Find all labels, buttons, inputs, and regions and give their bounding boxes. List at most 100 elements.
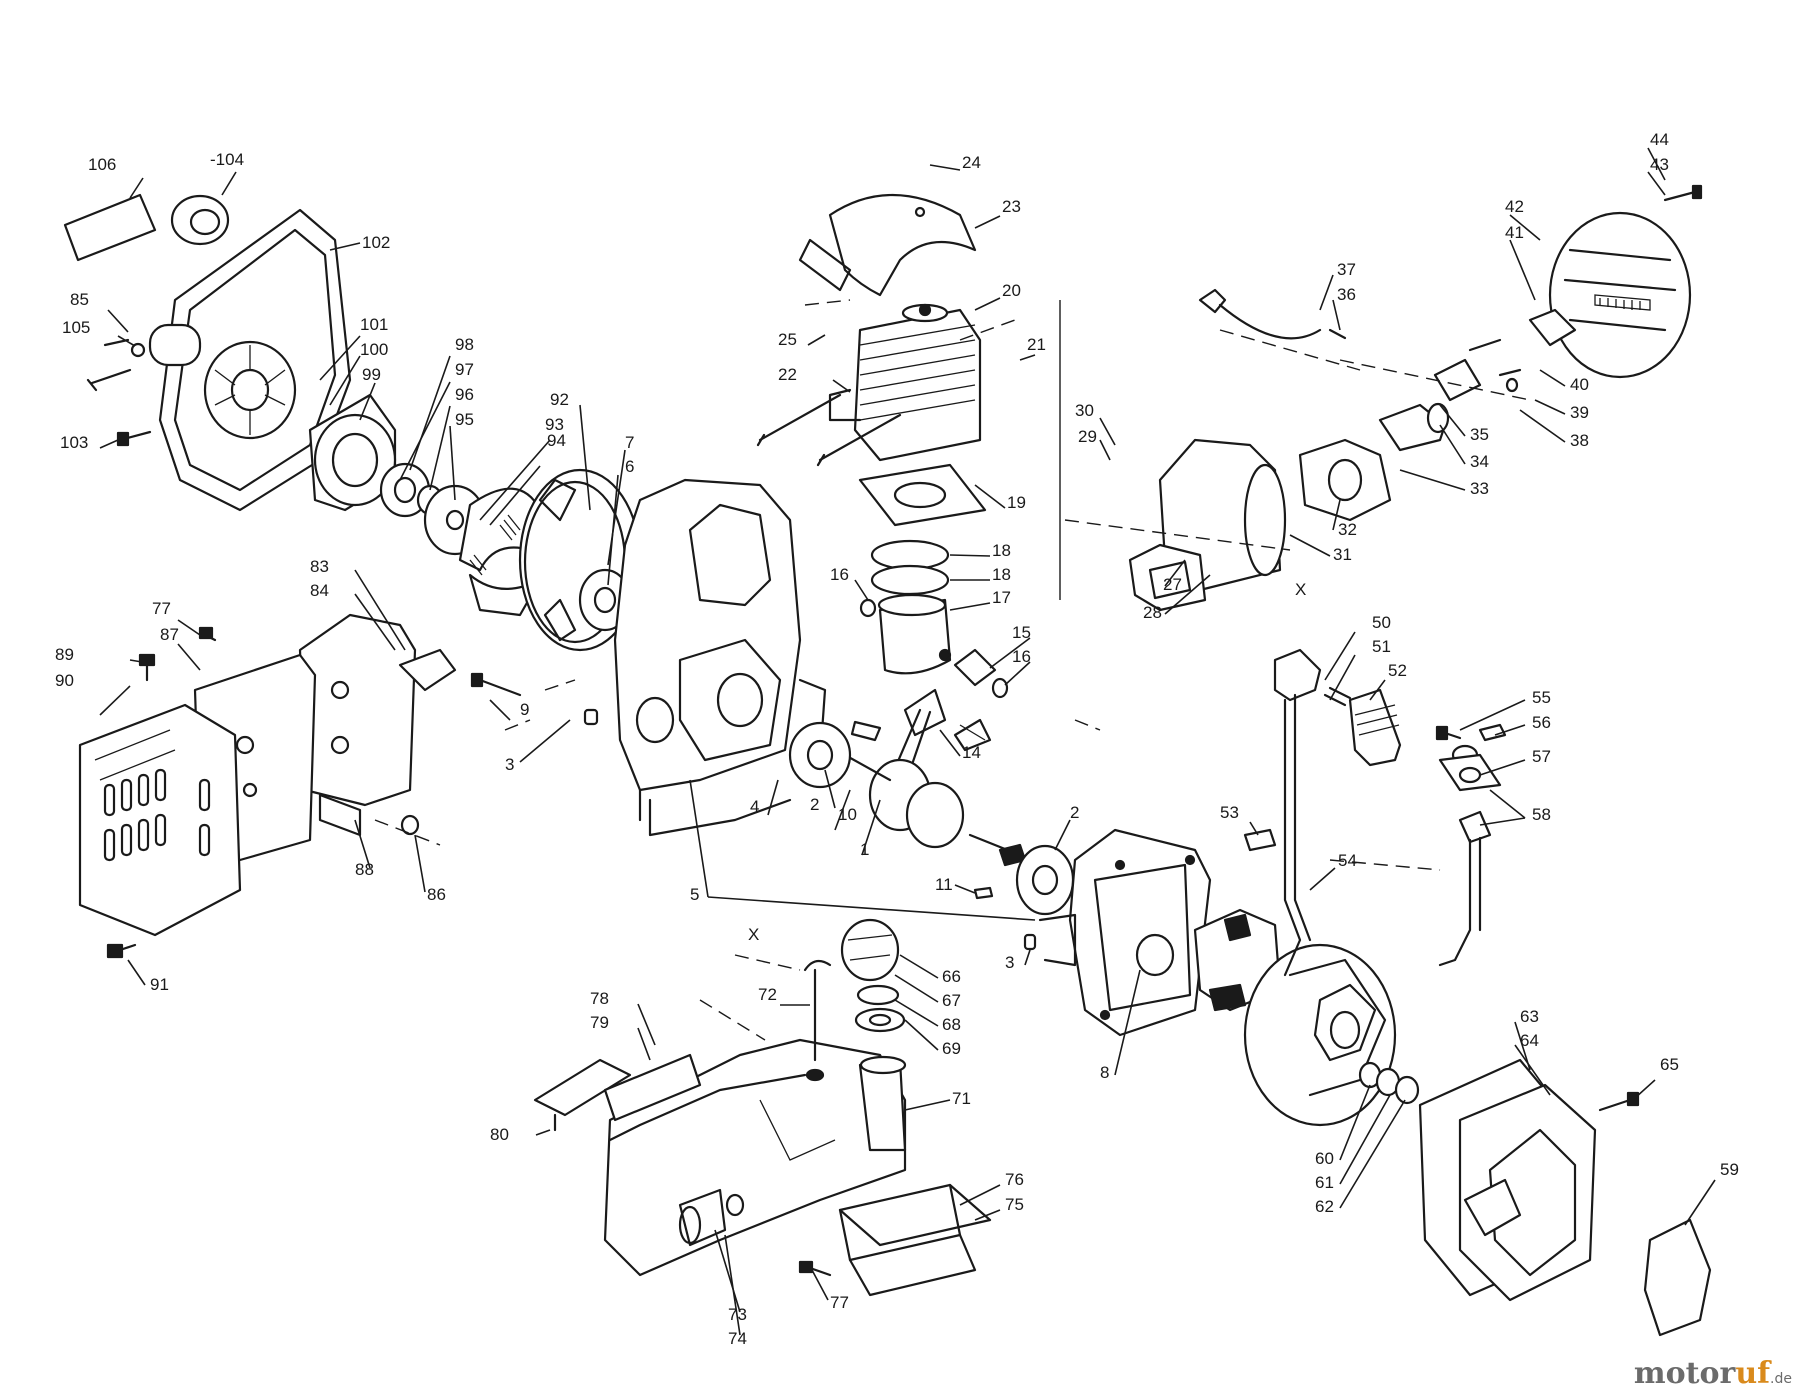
pin-3-center bbox=[1023, 933, 1037, 951]
part-label: 90 bbox=[55, 671, 74, 690]
part-label: 5 bbox=[690, 885, 699, 904]
clutch-shoes bbox=[458, 487, 542, 617]
crankcase-half bbox=[1038, 828, 1212, 1037]
part-label: X bbox=[1295, 580, 1306, 599]
part-label: 79 bbox=[590, 1013, 609, 1032]
part-label: 56 bbox=[1532, 713, 1551, 732]
decal-106 bbox=[63, 193, 157, 262]
part-label: 30 bbox=[1075, 401, 1094, 420]
nuts-60-62 bbox=[1358, 1061, 1420, 1105]
watermark-brand-a: motor bbox=[1633, 1356, 1736, 1391]
piston-assembly bbox=[870, 539, 952, 675]
air-box bbox=[1128, 438, 1287, 612]
part-label: 16 bbox=[830, 565, 849, 584]
part-label: 34 bbox=[1470, 452, 1489, 471]
part-label: 29 bbox=[1078, 427, 1097, 446]
part-label: 77 bbox=[830, 1293, 849, 1312]
part-label: 87 bbox=[160, 625, 179, 644]
part-label: 33 bbox=[1470, 479, 1489, 498]
part-label: 74 bbox=[728, 1329, 747, 1348]
part-label: 97 bbox=[455, 360, 474, 379]
part-label: 76 bbox=[1005, 1170, 1024, 1189]
part-label: 44 bbox=[1650, 130, 1669, 149]
part-label: 65 bbox=[1660, 1055, 1679, 1074]
part-label: 10 bbox=[838, 805, 857, 824]
clip-16 bbox=[859, 598, 877, 618]
crankcase bbox=[613, 478, 827, 837]
spark-plug-boot bbox=[1273, 648, 1322, 977]
part-label: 62 bbox=[1315, 1197, 1334, 1216]
part-label: 100 bbox=[360, 340, 388, 359]
watermark: motoruf.de bbox=[1634, 1356, 1792, 1391]
air-cleaner-cover bbox=[1548, 211, 1692, 379]
part-label: 28 bbox=[1143, 603, 1162, 622]
part-label: 75 bbox=[1005, 1195, 1024, 1214]
cap-104 bbox=[170, 194, 230, 246]
screw-77-bottom bbox=[798, 1260, 832, 1277]
cylinder bbox=[828, 303, 982, 462]
watermark-brand-b: uf bbox=[1735, 1356, 1771, 1391]
part-label: 4 bbox=[750, 797, 759, 816]
part-label: 18 bbox=[992, 541, 1011, 560]
part-label: -104 bbox=[210, 150, 244, 169]
part-label: 8 bbox=[1100, 1063, 1109, 1082]
part-label: 84 bbox=[310, 581, 329, 600]
tank-strap bbox=[838, 1183, 992, 1297]
part-label: 93 bbox=[545, 415, 564, 434]
part-label: 3 bbox=[505, 755, 514, 774]
part-label: 101 bbox=[360, 315, 388, 334]
part-label: 89 bbox=[55, 645, 74, 664]
part-label: 57 bbox=[1532, 747, 1551, 766]
cylinder-gasket bbox=[858, 463, 987, 527]
key-11 bbox=[973, 886, 994, 900]
part-label: 14 bbox=[962, 743, 981, 762]
gasket-38 bbox=[1433, 358, 1522, 402]
carburetor bbox=[1298, 402, 1450, 522]
part-label: 58 bbox=[1532, 805, 1551, 824]
part-label: 23 bbox=[1002, 197, 1021, 216]
part-label: 95 bbox=[455, 410, 474, 429]
fuel-filter bbox=[678, 1188, 745, 1247]
part-label: 105 bbox=[62, 318, 90, 337]
part-label: 99 bbox=[362, 365, 381, 384]
part-label: 52 bbox=[1388, 661, 1407, 680]
part-label: 61 bbox=[1315, 1173, 1334, 1192]
clutch-drum bbox=[308, 393, 487, 556]
part-label: 102 bbox=[362, 233, 390, 252]
rotor-flywheel bbox=[1243, 943, 1397, 1127]
part-label: 6 bbox=[625, 457, 634, 476]
screws-43-44 bbox=[1663, 184, 1703, 202]
part-label: 78 bbox=[590, 989, 609, 1008]
muffler-screws bbox=[106, 626, 599, 959]
part-label: 9 bbox=[520, 700, 529, 719]
part-label: 21 bbox=[1027, 335, 1046, 354]
part-label: 41 bbox=[1505, 223, 1524, 242]
part-label: 91 bbox=[150, 975, 169, 994]
part-label: 38 bbox=[1570, 431, 1589, 450]
piston-pin bbox=[953, 648, 1009, 699]
part-label: 77 bbox=[152, 599, 171, 618]
part-labels: 106-104102851051031011009998979695949392… bbox=[55, 130, 1739, 1348]
muffler-body bbox=[298, 613, 457, 837]
part-label: 72 bbox=[758, 985, 777, 1004]
part-label: 11 bbox=[935, 875, 953, 894]
part-label: 60 bbox=[1315, 1149, 1334, 1168]
part-label: 2 bbox=[810, 795, 819, 814]
part-label: 54 bbox=[1338, 851, 1357, 870]
bearing-right bbox=[1015, 844, 1075, 916]
part-label: 106 bbox=[88, 155, 116, 174]
screws-left bbox=[86, 338, 152, 447]
part-label: 22 bbox=[778, 365, 797, 384]
part-label: X bbox=[748, 925, 759, 944]
part-label: 85 bbox=[70, 290, 89, 309]
part-label: 19 bbox=[1007, 493, 1026, 512]
part-label: 96 bbox=[455, 385, 474, 404]
part-label: 80 bbox=[490, 1125, 509, 1144]
part-label: 16 bbox=[1012, 647, 1031, 666]
part-label: 17 bbox=[992, 588, 1011, 607]
bearing-left bbox=[788, 720, 882, 789]
switch-58 bbox=[1438, 810, 1492, 967]
part-label: 53 bbox=[1220, 803, 1239, 822]
part-label: 15 bbox=[1012, 623, 1031, 642]
